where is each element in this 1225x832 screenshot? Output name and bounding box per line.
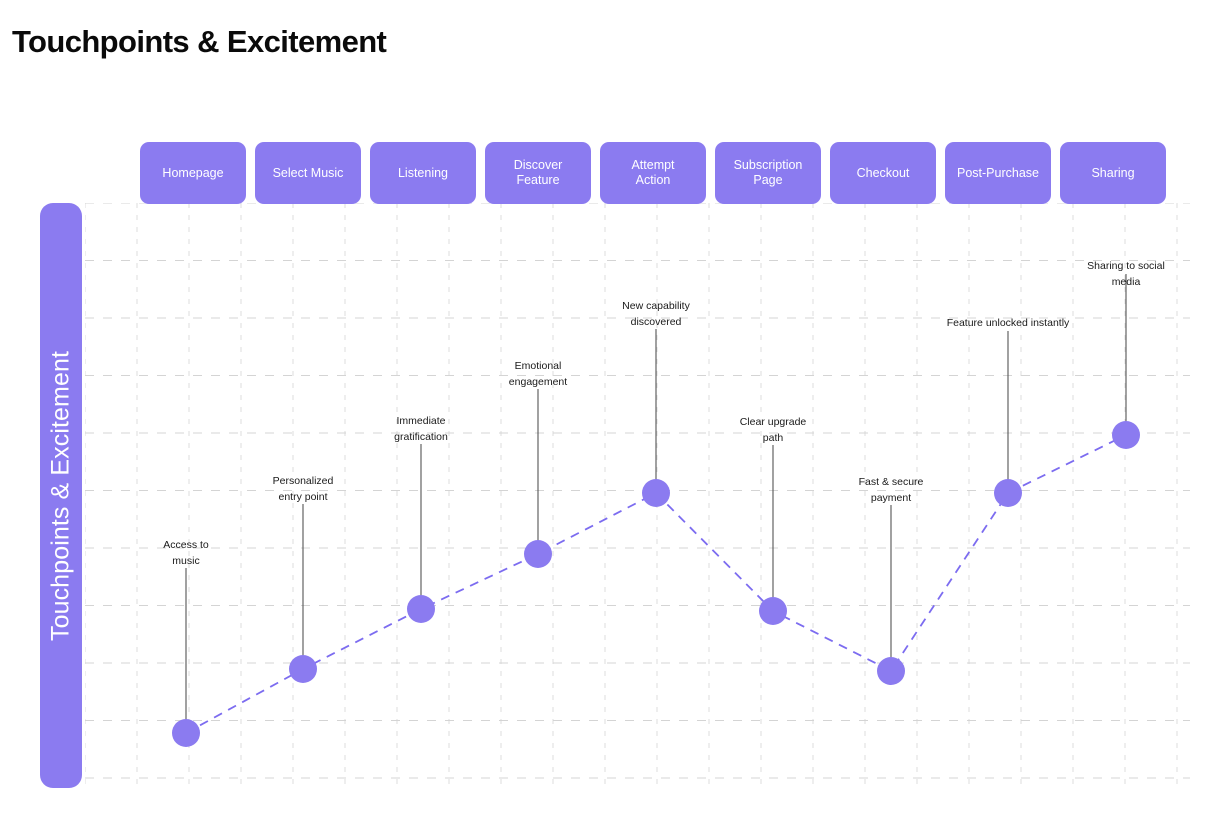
data-point-dot[interactable] [407, 595, 435, 623]
page-title: Touchpoints & Excitement [12, 24, 387, 59]
grid-horizontal-lines [85, 202, 1190, 779]
touchpoint-box[interactable]: Attempt Action [600, 142, 706, 204]
touchpoint-label: Discover Feature [513, 158, 563, 187]
touchpoint-box[interactable]: Discover Feature [485, 142, 591, 204]
annotation-label: Access to music [163, 539, 209, 567]
data-point-dot[interactable] [877, 657, 905, 685]
data-point-dot[interactable] [994, 479, 1022, 507]
annotation-label: Feature unlocked instantly [946, 317, 1070, 329]
touchpoint-box[interactable]: Sharing [1060, 142, 1166, 204]
data-point-dot[interactable] [524, 540, 552, 568]
data-point-dot[interactable] [172, 719, 200, 747]
annotation-label: Fast & secure payment [858, 476, 924, 504]
y-axis-label-bar: Touchpoints & Excitement [40, 203, 82, 788]
chart-grid [84, 202, 1190, 789]
touchpoint-label: Subscription Page [733, 158, 803, 187]
grid-vertical-lines [84, 203, 1178, 789]
touchpoint-label: Attempt Action [631, 158, 675, 187]
touchpoint-box[interactable]: Subscription Page [715, 142, 821, 204]
grid-svg [84, 202, 1190, 789]
touchpoint-label: Select Music [272, 165, 344, 180]
data-points [172, 421, 1140, 747]
annotation-label: Immediate gratification [394, 415, 448, 443]
touchpoint-box[interactable]: Select Music [255, 142, 361, 204]
touchpoint-box[interactable]: Post-Purchase [945, 142, 1051, 204]
touchpoint-box[interactable]: Homepage [140, 142, 246, 204]
y-axis-label-text: Touchpoints & Excitement [46, 350, 75, 641]
touchpoint-row: Homepage Select Music Listening Discover Fe… [140, 142, 1166, 204]
data-point-dot[interactable] [1112, 421, 1140, 449]
annotation-label: Personalized entry point [272, 475, 334, 503]
touchpoint-label: Listening [397, 165, 449, 180]
data-point-dot[interactable] [759, 597, 787, 625]
touchpoint-label: Checkout [856, 165, 910, 180]
data-point-dot[interactable] [289, 655, 317, 683]
touchpoint-box[interactable]: Listening [370, 142, 476, 204]
annotation-label: New capability discovered [622, 300, 690, 328]
touchpoint-label: Sharing [1091, 165, 1135, 180]
annotation-label: Sharing to social media [1087, 260, 1165, 288]
annotation-label: Clear upgrade path [739, 416, 807, 444]
touchpoint-label: Post-Purchase [957, 165, 1039, 180]
touchpoint-label: Homepage [162, 165, 224, 180]
data-point-dot[interactable] [642, 479, 670, 507]
annotation-label: Emotional engagement [508, 360, 568, 388]
touchpoint-box[interactable]: Checkout [830, 142, 936, 204]
